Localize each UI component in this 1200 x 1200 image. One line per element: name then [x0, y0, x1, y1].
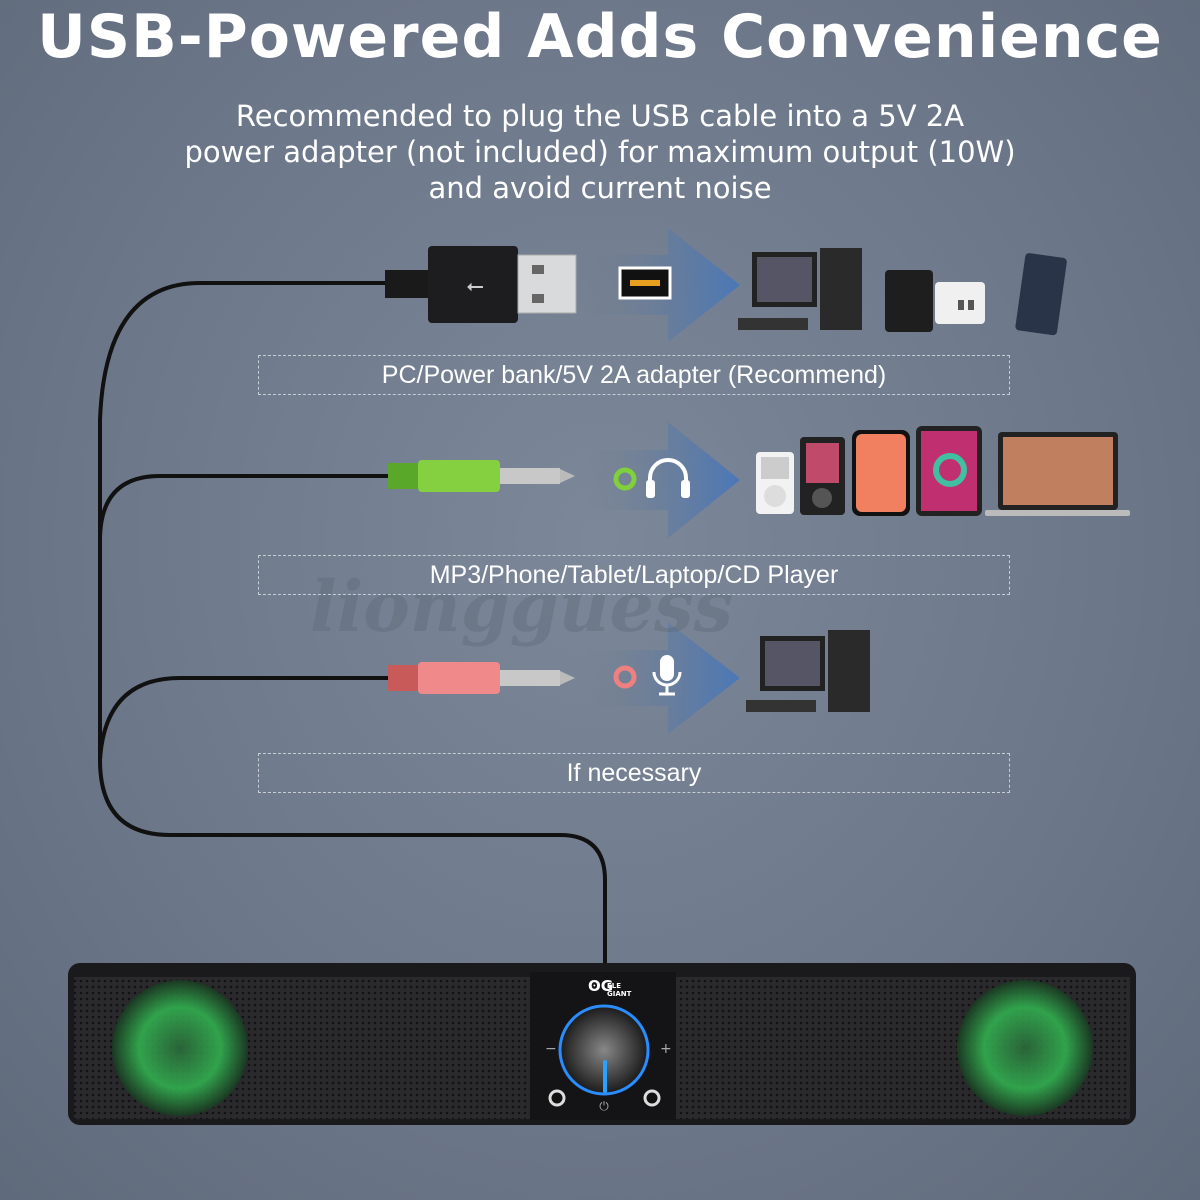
cable	[98, 281, 607, 968]
wall-adapter-icon	[885, 270, 933, 332]
mic-jack-red	[388, 662, 575, 694]
mic-connection-label: If necessary	[258, 753, 1010, 793]
usb-plug: ⭠	[385, 246, 577, 323]
audio-connection-label: MP3/Phone/Tablet/Laptop/CD Player	[258, 555, 1010, 595]
audio-jack-green	[388, 460, 575, 492]
usb-port-icon	[618, 266, 672, 300]
subtitle-line-3: and avoid current noise	[428, 171, 772, 205]
desktop-pc-icon	[746, 630, 870, 712]
ipod-icon	[756, 452, 794, 514]
usb-symbol-icon: ⭠	[466, 274, 484, 299]
volume-down-label: −	[545, 1041, 557, 1057]
brand-logo-icon: ʘG	[588, 977, 613, 995]
power-icon: ⏻	[599, 1099, 609, 1113]
headphones-icon	[613, 458, 690, 498]
page-title: USB-Powered Adds Convenience	[37, 2, 1163, 72]
phone-icon	[852, 430, 910, 516]
mic-port	[643, 1089, 661, 1107]
soundbar-speaker: ʘG ELE GIANT − + ⏻	[68, 963, 1136, 1125]
watermark: liongguess	[310, 565, 733, 648]
laptop-icon	[985, 432, 1130, 516]
brand-text: GIANT	[607, 990, 632, 998]
power-bank-icon	[1015, 253, 1067, 336]
usb-connection-label: PC/Power bank/5V 2A adapter (Recommend)	[258, 355, 1010, 395]
mp3-player-icon	[800, 437, 845, 515]
volume-knob[interactable]	[558, 1004, 650, 1096]
desktop-pc-icon	[738, 248, 862, 330]
volume-up-label: +	[660, 1041, 672, 1057]
microphone-icon	[613, 655, 682, 696]
headphone-port	[548, 1089, 566, 1107]
subtitle-line-1: Recommended to plug the USB cable into a…	[235, 99, 965, 133]
speaker-driver-right	[957, 980, 1093, 1116]
speaker-driver-left	[112, 980, 248, 1116]
subtitle-line-2: power adapter (not included) for maximum…	[184, 135, 1016, 169]
brand-text: ELE	[607, 982, 621, 990]
usb-charger-icon	[935, 282, 985, 324]
tablet-icon	[916, 426, 982, 516]
